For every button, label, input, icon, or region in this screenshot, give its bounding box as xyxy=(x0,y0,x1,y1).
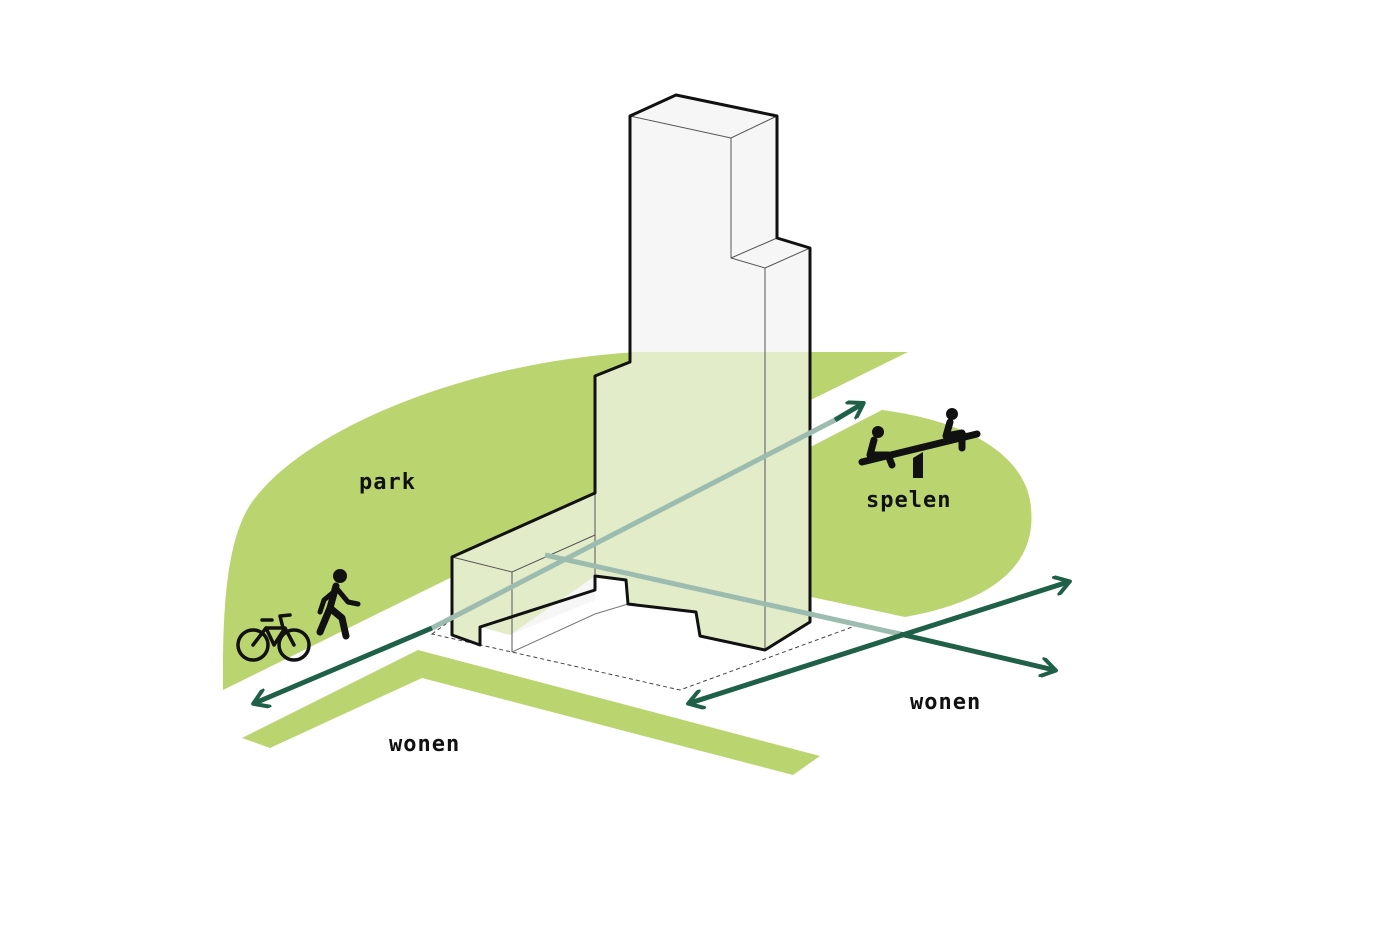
label-park: park xyxy=(359,470,416,495)
path-arrow-park-route-end xyxy=(833,404,862,423)
pedestrian-icon xyxy=(316,569,361,640)
faded-path-line-diagonal xyxy=(430,417,837,631)
seesaw-icon xyxy=(858,408,981,478)
path-arrow-housing-east xyxy=(899,631,1054,670)
path-arrow-housing-northeast xyxy=(690,582,1068,703)
path-arrow-park-route xyxy=(255,625,433,703)
label-spelen: spelen xyxy=(866,488,952,513)
bicycle-icon xyxy=(236,613,311,662)
label-wonen-bottom: wonen xyxy=(389,732,461,757)
housing-green-strip xyxy=(242,650,820,775)
label-wonen-right: wonen xyxy=(910,690,982,715)
